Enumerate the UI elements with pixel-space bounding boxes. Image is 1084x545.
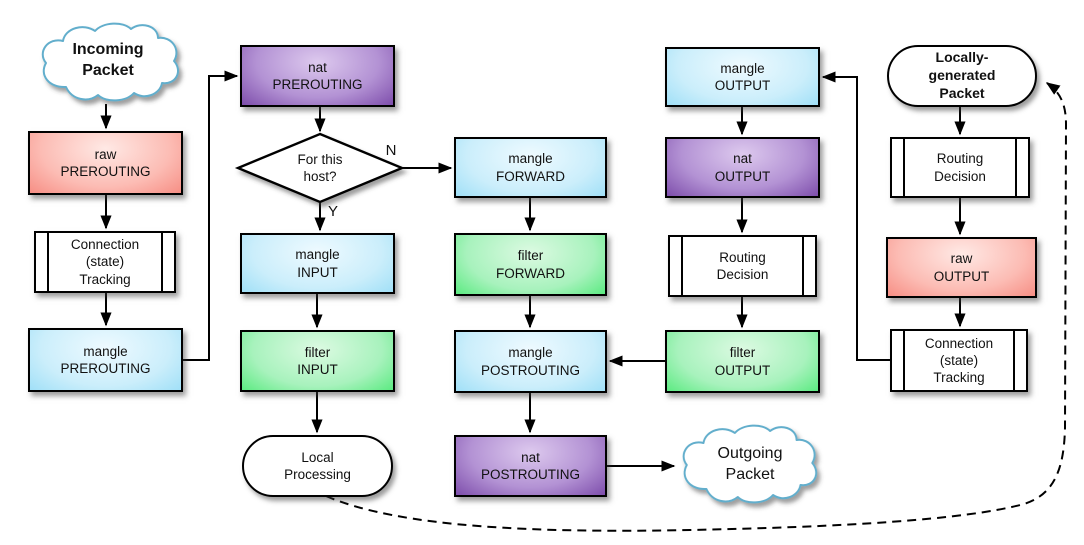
inner-rule-right: [1014, 139, 1017, 196]
outgoing-packet-cloud-shape: [682, 424, 818, 504]
inner-rule-left: [903, 139, 906, 196]
node-routing-decision-local: Routing Decision: [890, 137, 1030, 198]
node-mangle-postrouting: mangle POSTROUTING: [454, 330, 607, 393]
node-label: nat PREROUTING: [272, 59, 363, 92]
node-nat-output: nat OUTPUT: [665, 137, 820, 198]
inner-rule-left: [903, 331, 906, 390]
connector-conntrack-to-mangle-output: [821, 71, 890, 361]
decision-no-label: N: [385, 142, 397, 159]
node-label: Local Processing: [284, 449, 351, 482]
node-nat-postrouting: nat POSTROUTING: [454, 435, 607, 497]
node-label: Routing Decision: [716, 249, 769, 282]
inner-rule-left: [47, 233, 50, 291]
node-for-this-host-label: For this host?: [297, 152, 343, 185]
node-locally-generated-packet: Locally- generated Packet: [887, 45, 1037, 107]
node-connection-tracking-in: Connection (state) Tracking: [34, 231, 176, 293]
node-label: filter INPUT: [297, 344, 338, 377]
connector-mangle-prerouting-to-nat-prerouting: [183, 70, 239, 361]
node-label: mangle OUTPUT: [714, 60, 771, 93]
node-label: Connection (state) Tracking: [70, 237, 140, 287]
node-mangle-output: mangle OUTPUT: [665, 47, 820, 107]
node-local-processing: Local Processing: [242, 435, 393, 497]
node-label: filter OUTPUT: [714, 345, 771, 378]
node-mangle-forward: mangle FORWARD: [454, 137, 607, 198]
node-filter-input: filter INPUT: [240, 330, 395, 392]
node-nat-prerouting: nat PREROUTING: [240, 45, 395, 107]
inner-rule-left: [681, 237, 684, 295]
decision-yes-label: Y: [327, 203, 338, 220]
node-label: Connection (state) Tracking: [924, 335, 994, 386]
node-mangle-prerouting: mangle PREROUTING: [28, 328, 183, 392]
node-label: nat POSTROUTING: [480, 449, 580, 482]
node-outgoing-packet-label: Outgoing Packet: [717, 445, 783, 483]
node-label: Routing Decision: [934, 151, 986, 184]
node-label: mangle POSTROUTING: [480, 345, 580, 378]
node-filter-output: filter OUTPUT: [665, 330, 820, 393]
incoming-packet-cloud-shape: [41, 22, 179, 102]
node-label: raw PREROUTING: [60, 146, 151, 179]
node-connection-tracking-out: Connection (state) Tracking: [890, 329, 1028, 392]
node-raw-prerouting: raw PREROUTING: [28, 131, 183, 195]
node-filter-forward: filter FORWARD: [454, 233, 607, 296]
node-label: raw OUTPUT: [933, 251, 990, 284]
node-incoming-packet-label: Incoming Packet: [72, 41, 144, 79]
node-label: Locally- generated Packet: [928, 49, 996, 101]
dashed-loopback-local-to-locally-generated: [325, 82, 1068, 532]
inner-rule-right: [1012, 331, 1015, 390]
cloud-shapes: [41, 22, 818, 504]
node-label: filter FORWARD: [496, 248, 565, 281]
inner-rule-right: [801, 237, 804, 295]
node-routing-decision-output: Routing Decision: [668, 235, 817, 297]
node-label: nat OUTPUT: [714, 151, 771, 184]
node-label: mangle FORWARD: [496, 151, 565, 184]
node-raw-output: raw OUTPUT: [886, 237, 1037, 298]
decision-diamond-shape: [234, 132, 406, 204]
node-mangle-input: mangle INPUT: [240, 233, 395, 294]
node-label: mangle PREROUTING: [60, 343, 151, 376]
inner-rule-right: [160, 233, 163, 291]
node-label: mangle INPUT: [295, 247, 340, 280]
